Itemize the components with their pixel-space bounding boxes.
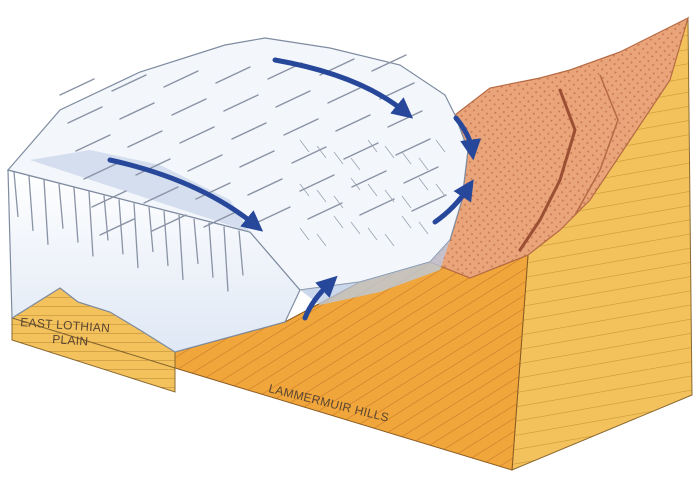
crevasse-line [60,79,94,95]
label-east-lothian-line2: PLAIN [52,332,89,348]
